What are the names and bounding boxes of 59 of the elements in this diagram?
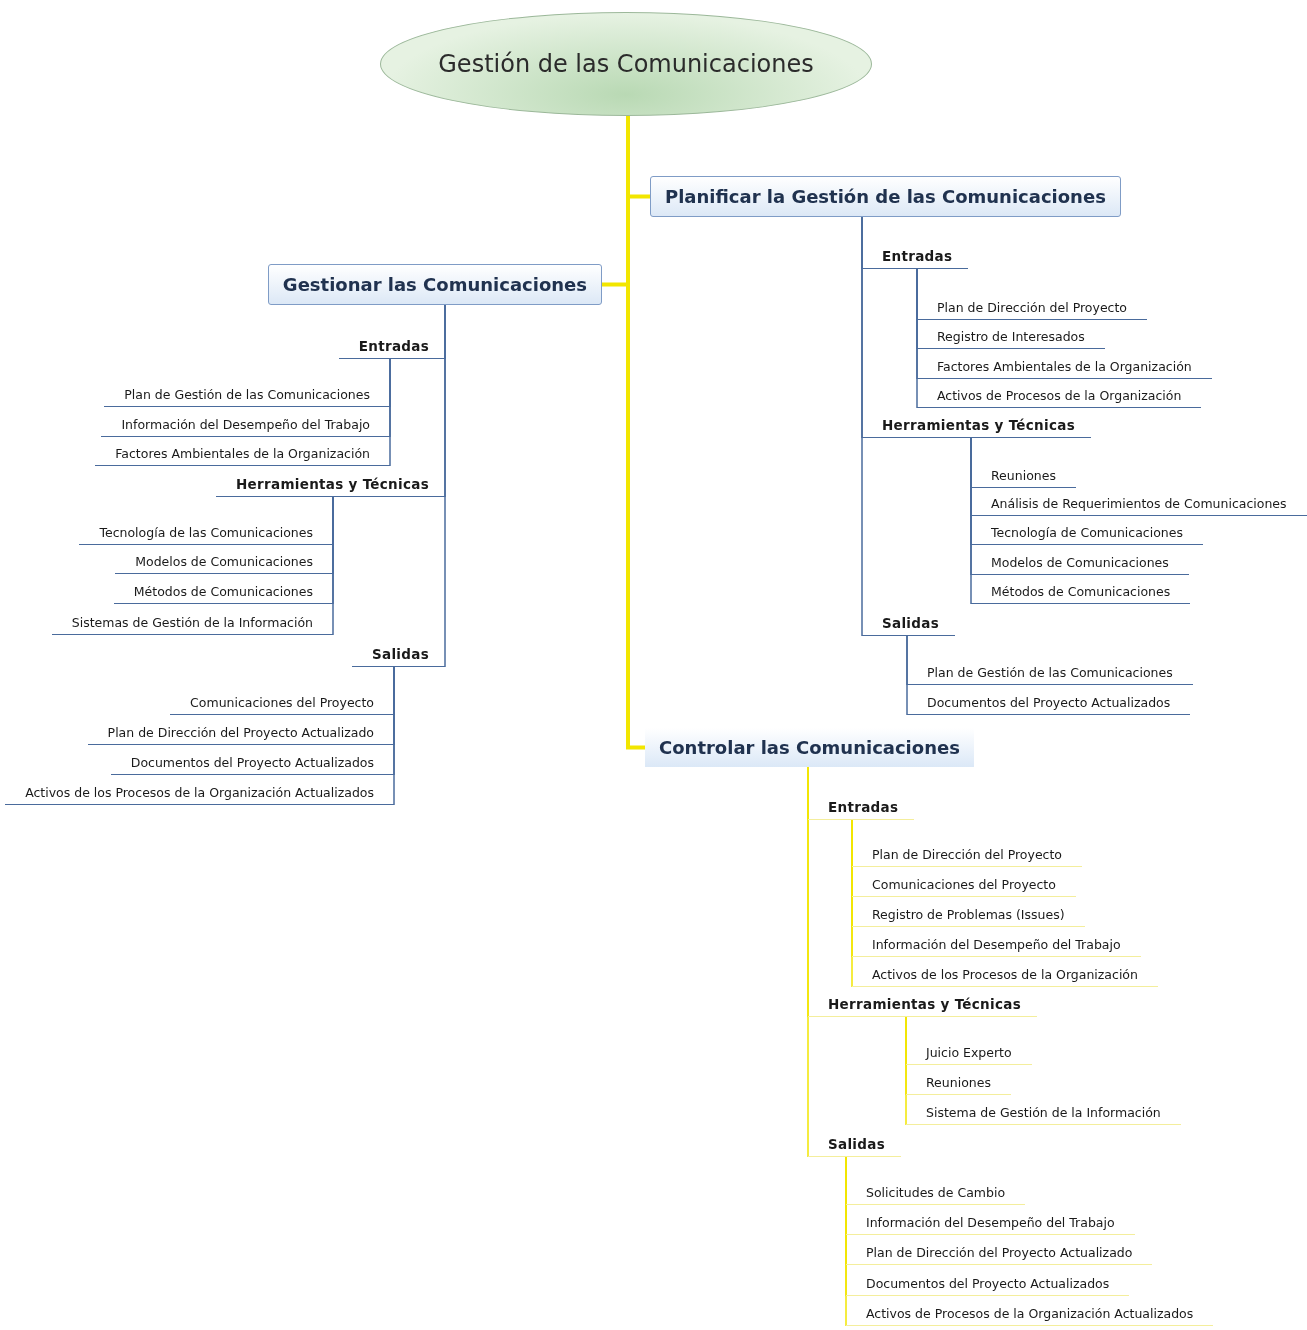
connector-line	[906, 635, 908, 716]
list-item: Documentos del Proyecto Actualizados	[110, 751, 394, 775]
list-item: Plan de Dirección del Proyecto Actualizado	[87, 721, 394, 745]
category-heading: Entradas	[862, 244, 969, 269]
list-item: Juicio Experto	[906, 1041, 1032, 1065]
list-item: Activos de los Procesos de la Organización	[852, 963, 1158, 987]
connector-line	[916, 268, 918, 409]
list-item: Información del Desempeño del Trabajo	[101, 413, 390, 437]
list-item: Información del Desempeño del Trabajo	[846, 1211, 1135, 1235]
category-heading: Herramientas y Técnicas	[862, 413, 1091, 438]
category-heading: Salidas	[808, 1132, 901, 1157]
list-item: Reuniones	[906, 1071, 1011, 1095]
list-item: Métodos de Comunicaciones	[113, 580, 333, 604]
list-item: Sistema de Gestión de la Información	[906, 1101, 1181, 1125]
list-item: Registro de Interesados	[917, 325, 1105, 349]
list-item: Comunicaciones del Proyecto	[170, 691, 394, 715]
category-heading: Entradas	[338, 334, 445, 359]
list-item: Tecnología de Comunicaciones	[971, 521, 1203, 545]
list-item: Activos de Procesos de la Organización Actualizados	[846, 1302, 1214, 1326]
connector-line	[851, 819, 853, 988]
list-item: Plan de Dirección del Proyecto Actualizado	[846, 1241, 1153, 1265]
list-item: Activos de los Procesos de la Organización Actualizados	[5, 781, 394, 805]
list-item: Modelos de Comunicaciones	[115, 550, 333, 574]
list-item: Factores Ambientales de la Organización	[917, 355, 1212, 379]
list-item: Solicitudes de Cambio	[846, 1181, 1026, 1205]
process-box: Gestionar las Comunicaciones	[267, 264, 602, 305]
list-item: Plan de Gestión de las Comunicaciones	[907, 661, 1193, 685]
connector-line	[807, 766, 809, 1158]
list-item: Factores Ambientales de la Organización	[95, 442, 390, 466]
list-item: Documentos del Proyecto Actualizados	[846, 1272, 1130, 1296]
connector-line	[905, 1016, 907, 1126]
category-heading: Entradas	[808, 795, 915, 820]
process-box: Planificar la Gestión de las Comunicaciones	[650, 176, 1121, 217]
list-item: Documentos del Proyecto Actualizados	[907, 691, 1191, 715]
connector-line	[393, 666, 395, 806]
list-item: Análisis de Requerimientos de Comunicaciones	[971, 492, 1307, 516]
connector-line	[332, 496, 334, 636]
list-item: Reuniones	[971, 464, 1076, 488]
central-topic-ellipse: Gestión de las Comunicaciones	[380, 12, 872, 116]
list-item: Comunicaciones del Proyecto	[852, 873, 1076, 897]
connector-line	[845, 1156, 847, 1327]
list-item: Registro de Problemas (Issues)	[852, 903, 1085, 927]
category-heading: Salidas	[352, 642, 445, 667]
list-item: Plan de Gestión de las Comunicaciones	[104, 383, 390, 407]
list-item: Activos de Procesos de la Organización	[917, 384, 1202, 408]
category-heading: Herramientas y Técnicas	[216, 472, 445, 497]
category-heading: Herramientas y Técnicas	[808, 992, 1037, 1017]
list-item: Plan de Dirección del Proyecto	[852, 843, 1082, 867]
connector-line	[444, 304, 446, 668]
connector-line	[389, 358, 391, 467]
list-item: Tecnología de las Comunicaciones	[79, 521, 333, 545]
list-item: Sistemas de Gestión de la Información	[51, 611, 333, 635]
connector-line	[861, 216, 863, 637]
list-item: Información del Desempeño del Trabajo	[852, 933, 1141, 957]
list-item: Plan de Dirección del Proyecto	[917, 296, 1147, 320]
connector-line	[970, 437, 972, 605]
category-heading: Salidas	[862, 611, 955, 636]
list-item: Métodos de Comunicaciones	[971, 580, 1191, 604]
list-item: Modelos de Comunicaciones	[971, 551, 1189, 575]
